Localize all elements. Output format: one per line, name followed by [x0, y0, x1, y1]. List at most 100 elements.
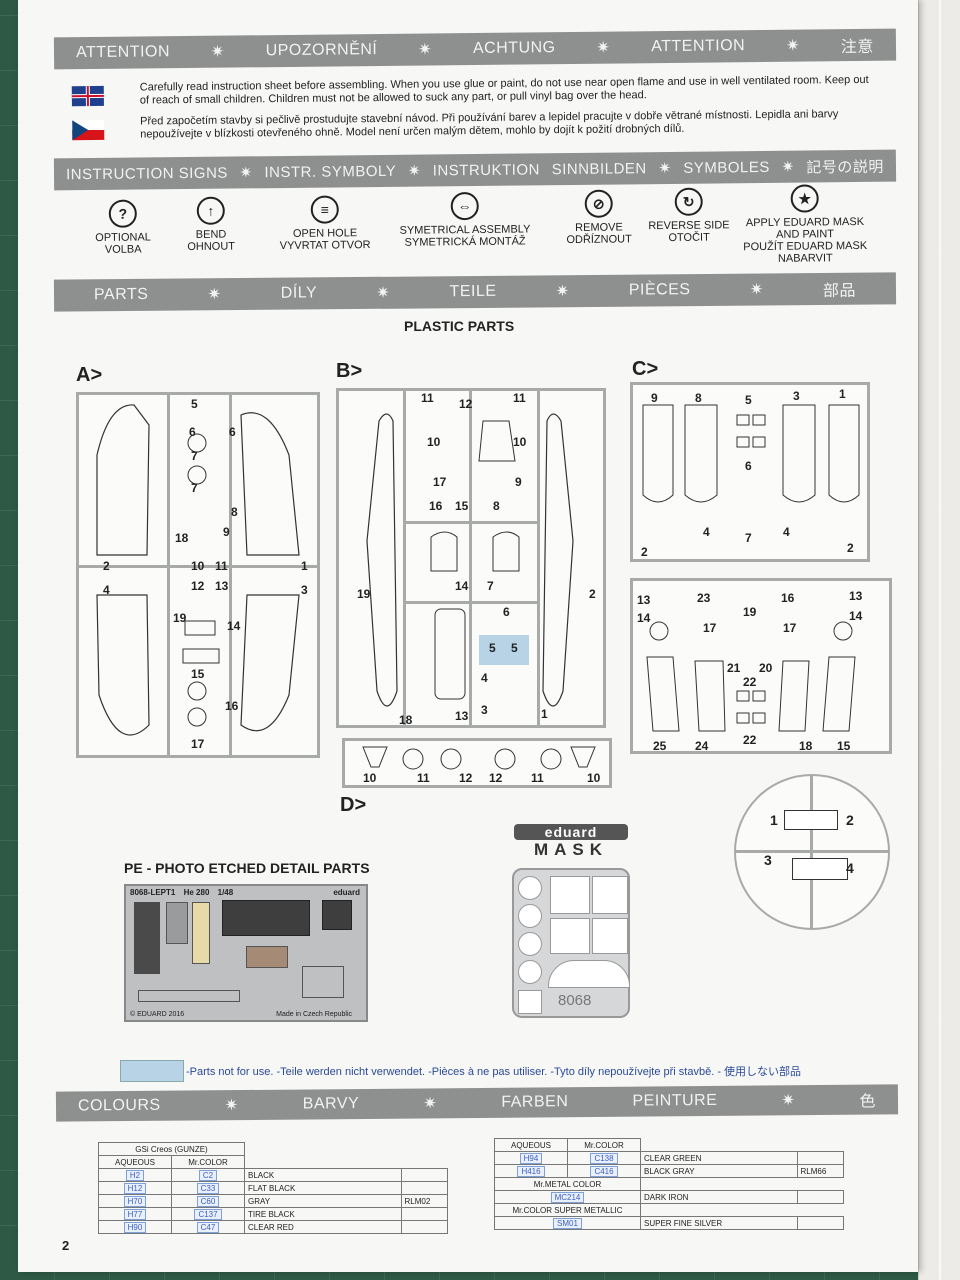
symmetric-icon: ⇔ — [450, 191, 479, 221]
pe-fret-code: 8068-LEPT1 — [130, 888, 176, 897]
star-icon: ✷ — [207, 286, 222, 304]
band-label-upozorneni: UPOZORNĚNÍ — [265, 41, 378, 60]
star-icon: ✷ — [785, 37, 801, 55]
cz-flag-icon — [72, 119, 105, 141]
warning-text-cz: Před započetím stavby si pečlivě prostud… — [140, 108, 839, 141]
band-label-sinnbilden: SINNBILDEN — [551, 159, 647, 178]
sprue-d-drawing — [362, 746, 596, 770]
star-icon: ✷ — [224, 1097, 239, 1115]
pe-fret-model: He 280 — [183, 888, 210, 897]
band-label-jp: 記号の説明 — [806, 158, 884, 177]
colour-head-metal: Mr.METAL COLOR — [494, 1177, 641, 1191]
band-label-parts: PARTS — [93, 285, 149, 304]
pe-fret-made-in: Made in Czech Republic — [276, 1011, 352, 1018]
star-icon: ✷ — [423, 1095, 438, 1113]
band-label-jp: 色 — [859, 1093, 877, 1111]
reverse-icon: ↻ — [674, 187, 703, 216]
star-icon: ✷ — [781, 1092, 796, 1110]
star-icon: ✷ — [658, 159, 672, 178]
canopy-detail-circle: 1 2 3 4 — [734, 774, 890, 930]
colour-head-mrcolor: Mr.COLOR — [567, 1138, 641, 1152]
attention-section: Carefully read instruction sheet before … — [54, 62, 897, 155]
unused-swatch — [120, 1060, 184, 1082]
sprue-c-upper-drawing — [642, 404, 860, 503]
pe-fret-brand: eduard — [333, 888, 360, 897]
pe-fret-copyright: © EDUARD 2016 — [130, 1011, 185, 1018]
parts-not-used-legend: -Parts not for use. -Teile werden nicht … — [186, 1066, 802, 1078]
warning-text-en: Carefully read instruction sheet before … — [139, 73, 869, 107]
mask-logo-word: MASK — [533, 840, 609, 859]
mask-logo-brand: eduard — [514, 824, 628, 840]
band-label-attention-fr: ATTENTION — [651, 37, 746, 56]
band-label-symboles: SYMBOLES — [683, 158, 770, 177]
sprue-label-c: C> — [632, 358, 659, 380]
band-label-dily: DÍLY — [280, 284, 318, 302]
star-icon: ✷ — [781, 158, 795, 176]
band-label-attention: ATTENTION — [75, 43, 171, 62]
sprue-label-b: B> — [336, 360, 363, 382]
band-label-colours: COLOURS — [77, 1096, 161, 1115]
star-icon: ✷ — [376, 284, 391, 302]
star-icon: ✷ — [239, 164, 253, 182]
pe-title: PE - PHOTO ETCHED DETAIL PARTS — [124, 860, 370, 876]
adjacent-page-edge — [918, 0, 960, 1280]
remove-icon: ⊘ — [584, 189, 613, 218]
sprue-label-a: A> — [76, 364, 103, 386]
sprue-c-lower-drawing — [646, 621, 856, 732]
sprue-label-d: D> — [340, 794, 367, 816]
star-icon: ✷ — [555, 283, 570, 301]
band-label-pieces: PIÈCES — [628, 281, 691, 299]
question-icon: ? — [108, 199, 137, 228]
star-icon: ✷ — [596, 39, 611, 57]
star-icon: ✷ — [407, 162, 422, 180]
star-icon: ✷ — [210, 43, 225, 61]
instruction-sheet-page: ATTENTION ✷ UPOZORNĚNÍ ✷ ACHTUNG ✷ ATTEN… — [18, 0, 918, 1272]
colour-brand: GSi Creos (GUNZE) — [98, 1142, 245, 1156]
band-label-barvy: BARVY — [302, 1095, 360, 1113]
pe-fret-scale: 1/48 — [217, 888, 234, 897]
drill-icon: ≡ — [310, 195, 339, 224]
band-label-signs: INSTRUCTION SIGNS — [65, 164, 228, 183]
band-label-jp: 注意 — [840, 38, 874, 57]
parts-band: PARTS ✷ DÍLY ✷ TEILE ✷ PIÈCES ✷ 部品 — [53, 272, 897, 312]
plastic-parts-title: PLASTIC PARTS — [404, 318, 515, 334]
band-label-farben: FARBEN — [501, 1093, 569, 1111]
band-label-achtung: ACHTUNG — [472, 39, 556, 58]
band-label-instruktion: INSTRUKTION — [432, 160, 541, 179]
colour-head-mrcolor: Mr.COLOR — [171, 1155, 245, 1169]
pe-fret: 8068-LEPT1 He 280 1/48 eduard © EDUARD 2… — [124, 884, 368, 1022]
star-icon: ✷ — [418, 41, 433, 59]
colour-head-aqueous: AQUEOUS — [494, 1138, 568, 1152]
star-icon: ✷ — [749, 281, 764, 299]
colour-head-super-metallic: Mr.COLOR SUPER METALLIC — [494, 1203, 641, 1217]
band-label-peinture: PEINTURE — [632, 1091, 718, 1110]
band-label-jp: 部品 — [822, 282, 857, 300]
bend-icon: ↑ — [196, 196, 225, 225]
sprue-a-drawing — [96, 404, 300, 736]
mask-icon: ★ — [790, 184, 819, 213]
mask-logo: eduard MASK — [514, 824, 628, 860]
uk-flag-icon — [71, 85, 104, 107]
